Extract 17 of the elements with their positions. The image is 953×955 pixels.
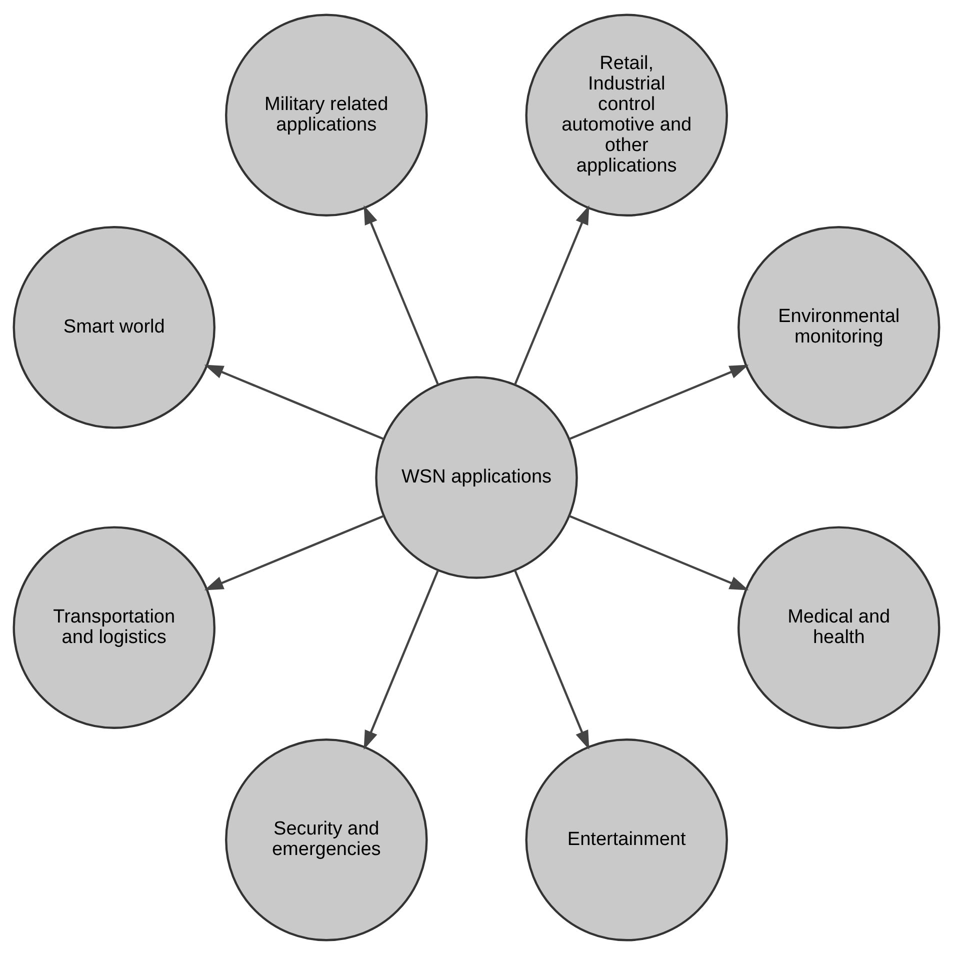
node-circle: Security and emergencies	[225, 738, 428, 942]
arrow	[364, 205, 440, 386]
node-circle: Military related applications	[225, 14, 428, 216]
node-circle: Retail, Industrial control automotive and other applications	[525, 14, 728, 216]
node-circle: Entertainment	[525, 738, 728, 942]
arrow	[204, 364, 384, 440]
arrow	[364, 570, 440, 750]
arrow	[204, 514, 384, 590]
arrow	[568, 514, 749, 590]
node-circle: Transportation and logistics	[12, 526, 216, 729]
arrow	[568, 364, 749, 440]
arrow	[514, 205, 590, 386]
node-circle: WSN applications	[375, 376, 578, 579]
node-circle: Environmental monitoring	[738, 226, 940, 429]
node-circle: Medical and health	[738, 526, 940, 729]
node-circle: Smart world	[12, 226, 216, 429]
arrow	[514, 570, 590, 750]
